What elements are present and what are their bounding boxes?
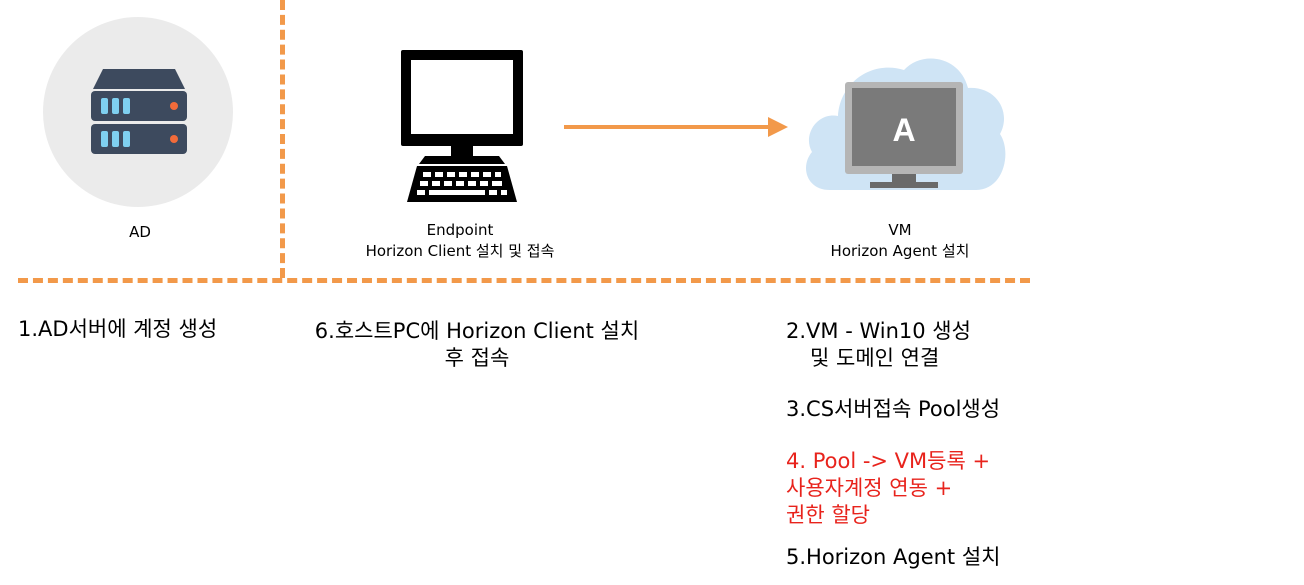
vm-title: VM — [888, 221, 912, 239]
step-2-line-1: 2.VM - Win10 생성 — [786, 319, 971, 343]
ad-server-icon — [43, 17, 233, 207]
step-2: 2.VM - Win10 생성 및 도메인 연결 — [786, 318, 971, 372]
step-4-line-1: 4. Pool -> VM등록 + — [786, 449, 991, 473]
endpoint-title: Endpoint — [426, 221, 494, 239]
step-6-line-1: 6.호스트PC에 Horizon Client 설치 — [314, 319, 640, 343]
step-5: 5.Horizon Agent 설치 — [786, 545, 1001, 569]
divider-horizontal — [18, 278, 1030, 283]
step-2-line-2: 및 도메인 연결 — [810, 346, 940, 370]
step-6-line-2: 후 접속 — [444, 346, 510, 370]
step-4: 4. Pool -> VM등록 + 사용자계정 연동 + 권한 할당 — [786, 448, 990, 529]
ad-label: AD — [129, 223, 151, 241]
vm-monitor-letter: A — [892, 112, 915, 148]
vm-subtitle: Horizon Agent 설치 — [830, 242, 970, 260]
endpoint-computer-icon — [401, 50, 523, 202]
step-3: 3.CS서버접속 Pool생성 — [786, 397, 1001, 421]
vm-caption: VM Horizon Agent 설치 — [780, 220, 1020, 262]
step-4-line-3: 권한 할당 — [786, 503, 870, 527]
step-6: 6.호스트PC에 Horizon Client 설치 후 접속 — [296, 318, 658, 372]
endpoint-subtitle: Horizon Client 설치 및 접속 — [365, 242, 555, 260]
step-4-line-2: 사용자계정 연동 + — [786, 476, 953, 500]
vm-cloud-icon: A — [806, 58, 1006, 190]
endpoint-caption: Endpoint Horizon Client 설치 및 접속 — [330, 220, 590, 262]
connection-arrow — [564, 117, 788, 137]
divider-vertical — [280, 0, 285, 278]
step-1: 1.AD서버에 계정 생성 — [18, 317, 218, 341]
